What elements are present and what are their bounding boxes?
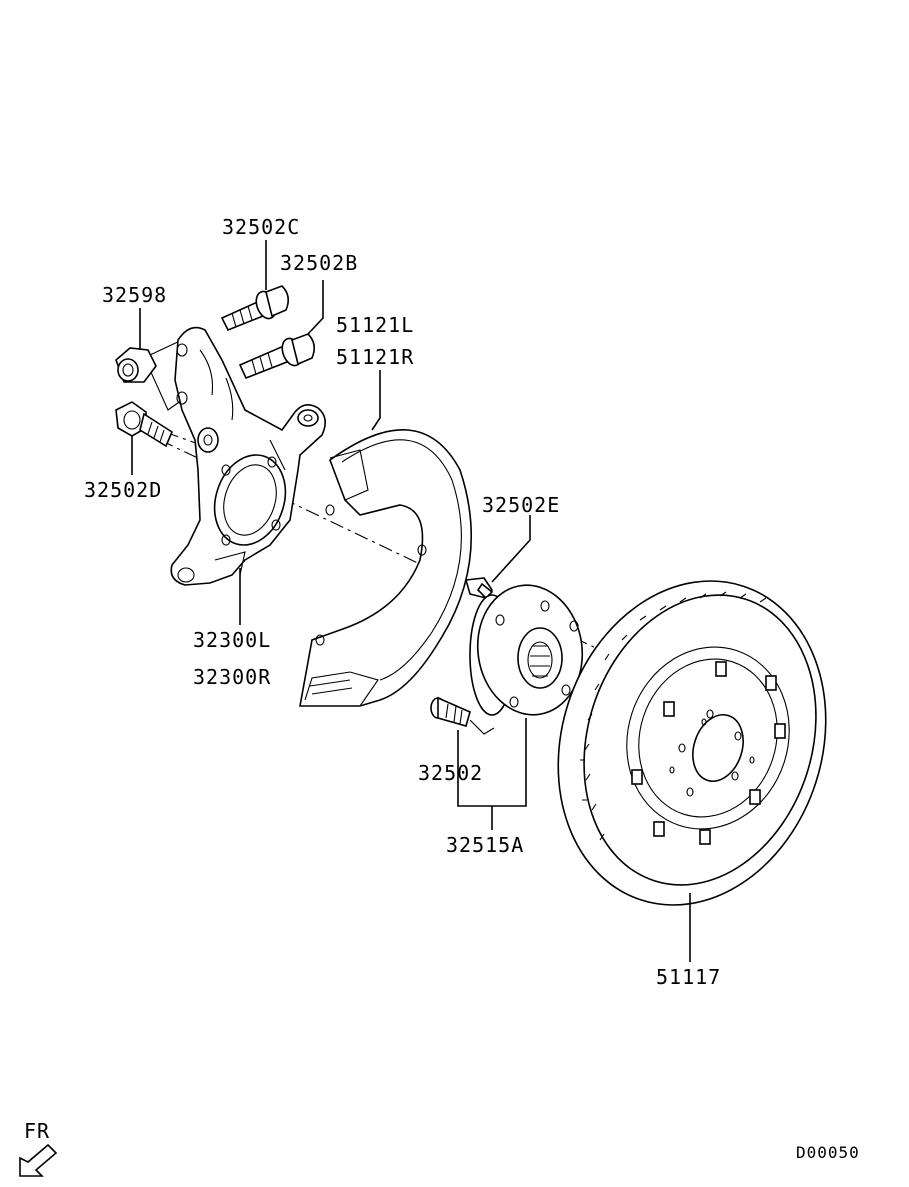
direction-label: FR [24, 1119, 50, 1143]
hub-assembly-32515A [469, 584, 584, 716]
dust-shield [299, 429, 473, 707]
front-arrow-icon [19, 1143, 58, 1177]
hub-stud-32502 [430, 696, 495, 735]
leader-51121 [371, 370, 381, 431]
label-32502C: 32502C [222, 215, 300, 239]
leader-lines [131, 240, 691, 962]
label-32502B: 32502B [280, 251, 358, 275]
label-32300R: 32300R [193, 665, 271, 689]
leader-32598-dash [149, 339, 183, 411]
label-51121L: 51121L [336, 313, 414, 337]
label-32502E: 32502E [482, 493, 560, 517]
label-32300L: 32300L [193, 628, 271, 652]
label-32502: 32502 [418, 761, 483, 785]
bolt-32502B [238, 333, 316, 380]
label-32598: 32598 [102, 283, 167, 307]
brake-disc-51117 [557, 580, 827, 906]
label-32502D: 32502D [84, 478, 162, 502]
diagram-code: D00050 [796, 1143, 860, 1162]
front-direction-indicator: FR [19, 1119, 58, 1177]
bolt-32502D-axis [164, 431, 216, 451]
leader-32502E [491, 515, 531, 583]
label-51121R: 51121R [336, 345, 414, 369]
label-51117: 51117 [656, 965, 721, 989]
nut-32598 [115, 347, 157, 383]
bolt-32502C [220, 285, 290, 332]
label-32515A: 32515A [446, 833, 524, 857]
bolt-32502D [115, 401, 174, 448]
steering-knuckle [170, 326, 326, 586]
leader-32502B [307, 280, 324, 335]
